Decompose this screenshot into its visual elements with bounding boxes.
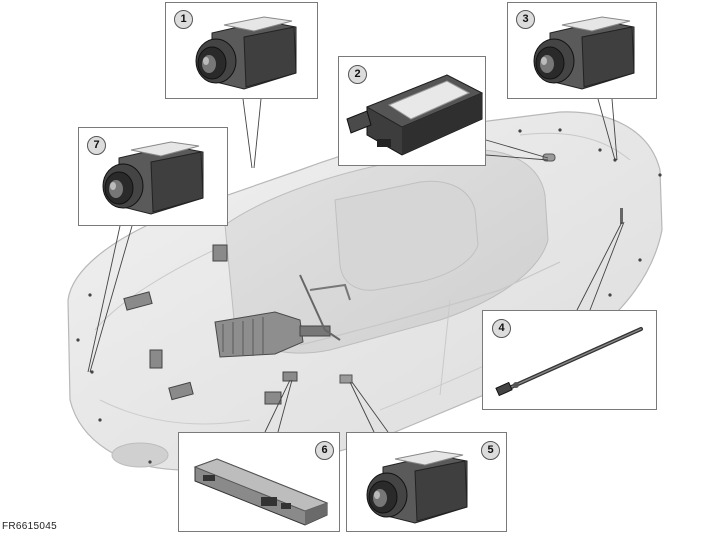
callout-number-badge: 6	[315, 441, 334, 460]
callout-number-badge: 3	[516, 10, 535, 29]
callout-1: 1	[165, 2, 318, 99]
callout-3: 3	[507, 2, 657, 99]
callout-number-badge: 5	[481, 441, 500, 460]
control-module-icon	[193, 458, 329, 526]
callout-2: 2	[338, 56, 486, 166]
camera-module-icon	[102, 141, 204, 215]
antenna-rod-icon	[495, 327, 643, 397]
callout-number-badge: 4	[492, 319, 511, 338]
callout-6: 6	[178, 432, 340, 532]
callout-number-badge: 1	[174, 10, 193, 29]
camera-module-icon	[195, 16, 297, 90]
reference-code: FR6615045	[2, 521, 57, 532]
transmission	[214, 311, 331, 358]
callout-7: 7	[78, 127, 228, 226]
sunroof	[334, 180, 479, 291]
control-module-icon	[346, 74, 484, 156]
callout-5: 5	[346, 432, 507, 532]
callout-4: 4	[482, 310, 657, 410]
callout-number-badge: 2	[348, 65, 367, 84]
callout-number-badge: 7	[87, 136, 106, 155]
camera-module-icon	[533, 16, 635, 90]
camera-module-icon	[366, 450, 468, 524]
